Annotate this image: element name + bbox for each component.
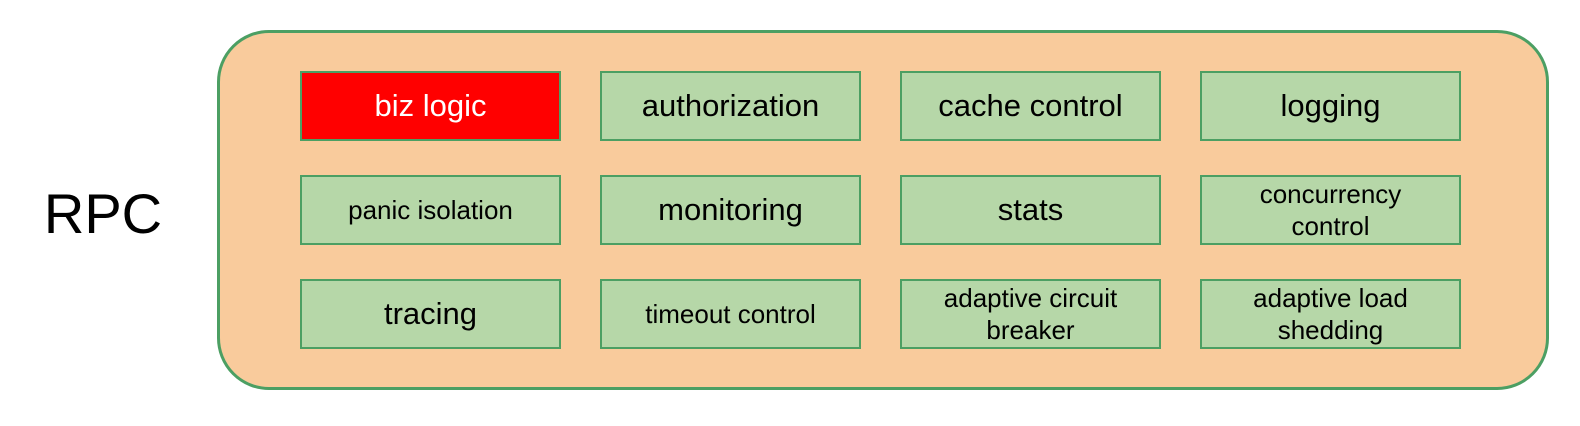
- box-label: concurrency control: [1259, 179, 1402, 241]
- box-monitoring: monitoring: [600, 175, 861, 245]
- box-logging: logging: [1200, 71, 1461, 141]
- box-biz-logic: biz logic: [300, 71, 561, 141]
- box-authorization: authorization: [600, 71, 861, 141]
- box-label: stats: [997, 192, 1064, 227]
- rpc-container: biz logic authorization cache control lo…: [217, 30, 1549, 390]
- box-label: biz logic: [374, 88, 487, 123]
- box-stats: stats: [900, 175, 1161, 245]
- box-concurrency-control: concurrency control: [1200, 175, 1461, 245]
- box-timeout-control: timeout control: [600, 279, 861, 349]
- box-label: adaptive circuit breaker: [943, 283, 1118, 345]
- box-label: cache control: [938, 88, 1123, 123]
- box-label: adaptive load shedding: [1253, 283, 1408, 345]
- box-label: monitoring: [658, 192, 803, 227]
- box-label: panic isolation: [348, 195, 513, 225]
- box-adaptive-load-shedding: adaptive load shedding: [1200, 279, 1461, 349]
- box-cache-control: cache control: [900, 71, 1161, 141]
- box-label: logging: [1280, 88, 1381, 123]
- box-label: timeout control: [645, 299, 816, 329]
- box-adaptive-circuit-breaker: adaptive circuit breaker: [900, 279, 1161, 349]
- box-panic-isolation: panic isolation: [300, 175, 561, 245]
- rpc-label: RPC: [43, 181, 163, 245]
- box-tracing: tracing: [300, 279, 561, 349]
- box-label: authorization: [641, 88, 820, 123]
- box-label: tracing: [383, 296, 478, 331]
- component-grid: biz logic authorization cache control lo…: [300, 71, 1461, 349]
